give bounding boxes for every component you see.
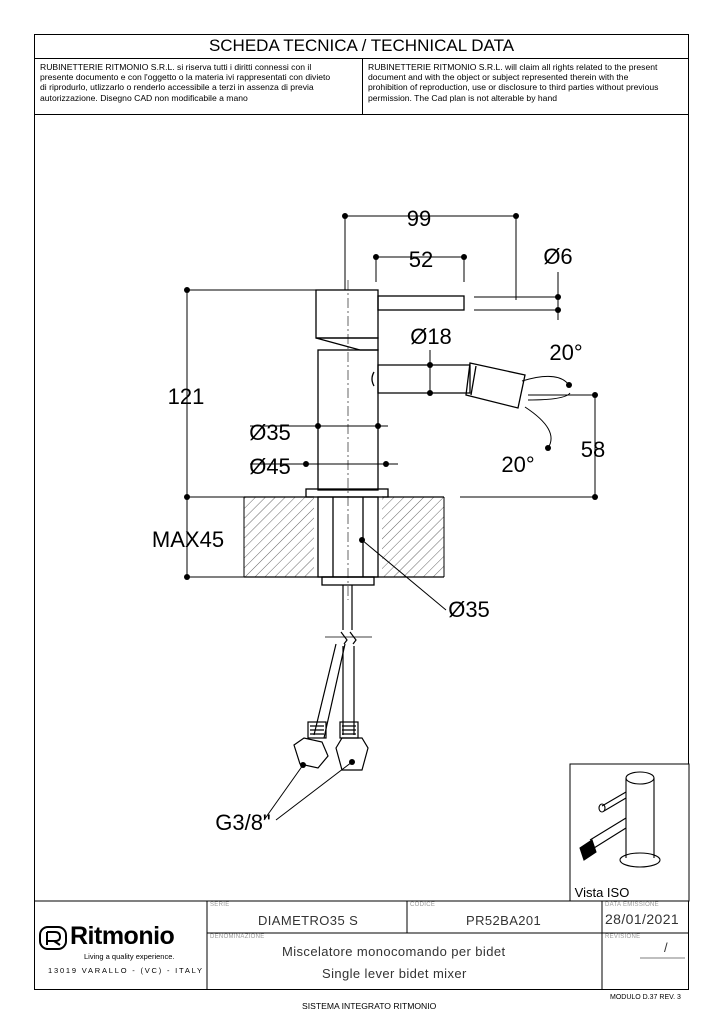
dimension-max-45: MAX45: [152, 527, 224, 552]
dimension-diameter-45: Ø45: [249, 454, 291, 479]
drawing-sheet-border: [34, 34, 689, 990]
serie-value: DIAMETRO35 S: [258, 913, 359, 928]
dimension-52: 52: [409, 247, 433, 272]
dimension-121: 121: [168, 384, 205, 409]
sistema-integrato: SISTEMA INTEGRATO RITMONIO: [302, 1001, 437, 1011]
dimension-58: 58: [581, 437, 605, 462]
countertop-section: [243, 496, 445, 578]
modulo-revision: MODULO D.37 REV. 3: [610, 994, 681, 1001]
dimension-diameter-35-hole: Ø35: [448, 597, 490, 622]
dimension-angle-bottom: 20°: [501, 452, 534, 477]
copyright-notice-english: RUBINETTERIE RITMONIO S.R.L. will claim …: [368, 62, 659, 103]
denominazione-label: DENOMINAZIONE: [210, 934, 265, 940]
serie-label: SERIE: [210, 902, 230, 908]
company-logo-text: Ritmonio: [70, 922, 175, 950]
dimension-g3-8-thread: G3/8": [215, 810, 271, 835]
codice-label: CODICE: [410, 902, 436, 908]
company-address: 13019 VARALLO - (VC) - ITALY: [48, 966, 204, 975]
notice-divider: [34, 114, 689, 115]
sheet-title: SCHEDA TECNICA / TECHNICAL DATA: [208, 36, 515, 55]
denominazione-italian: Miscelatore monocomando per bidet: [282, 944, 506, 959]
codice-value: PR52BA201: [466, 913, 542, 928]
iso-view: Vista ISO: [569, 763, 690, 902]
dimension-diameter-6: Ø6: [543, 244, 572, 269]
flexible-hoses: [293, 585, 372, 771]
iso-view-label: Vista ISO: [575, 885, 630, 900]
revisione-value: /: [664, 940, 669, 955]
revisione-label: REVISIONE: [605, 934, 641, 940]
title-block-lines: [34, 900, 689, 990]
dimension-lines: [186, 215, 596, 821]
notice-column-divider: [362, 58, 363, 114]
dimension-diameter-35-body: Ø35: [249, 420, 291, 445]
dimension-angle-top: 20°: [549, 340, 582, 365]
company-tagline: Living a quality experience.: [84, 952, 175, 961]
data-emissione-value: 28/01/2021: [605, 911, 680, 927]
dimension-diameter-18: Ø18: [410, 324, 452, 349]
copyright-notice-italian: RUBINETTERIE RITMONIO S.R.L. si riserva …: [40, 62, 331, 103]
header-divider: [34, 58, 689, 59]
dimension-99: 99: [407, 206, 431, 231]
ritmonio-logo-icon: [39, 926, 67, 950]
denominazione-english: Single lever bidet mixer: [322, 966, 467, 981]
dimension-dots: [184, 213, 598, 768]
data-emissione-label: DATA EMISSIONE: [605, 902, 659, 908]
dimension-labels: 99 52 Ø6 Ø18 20° 121 Ø35 Ø45 20° 58 MAX4…: [152, 206, 605, 835]
